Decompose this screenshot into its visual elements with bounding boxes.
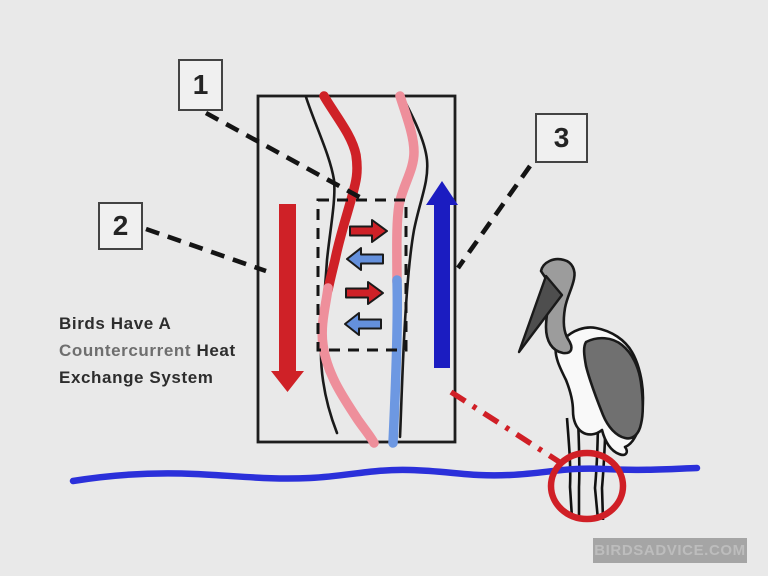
heat-transfer-right-arrow-2 xyxy=(345,281,384,305)
water-line xyxy=(69,464,701,485)
callout-3-number: 3 xyxy=(553,122,570,153)
callout-box-2: 2 xyxy=(98,202,143,250)
arterial-flow-down-arrow xyxy=(271,204,304,392)
callout-box-1: 1 xyxy=(178,59,223,111)
caption-line-3: Exchange System xyxy=(59,368,214,387)
leg-contour-right xyxy=(398,94,429,439)
highlight-connector-line xyxy=(449,389,563,466)
heat-transfer-right-arrow-1 xyxy=(349,219,388,243)
stork-beak xyxy=(517,274,564,354)
artery-warm-segment xyxy=(319,91,362,295)
callout-box-3: 3 xyxy=(535,113,588,163)
heat-exchange-diagram xyxy=(256,91,458,448)
watermark-badge: BIRDSADVICE.COM xyxy=(593,538,747,563)
caption-line-2-bold: Heat xyxy=(196,341,236,360)
caption-line-1: Birds Have A xyxy=(59,314,172,333)
caption-text: Birds Have A Countercurrent Heat Exchang… xyxy=(59,310,279,391)
vein-warmed-segment xyxy=(392,91,419,287)
heat-transfer-left-arrow-1 xyxy=(346,247,384,271)
caption-line-2: Countercurrent Heat xyxy=(59,337,279,364)
venous-flow-up-arrow xyxy=(426,181,458,368)
callout-1-connector-line xyxy=(204,110,365,202)
legs-highlight-circle xyxy=(547,449,627,523)
watermark-text: BIRDSADVICE.COM xyxy=(594,542,746,559)
callout-2-number: 2 xyxy=(112,210,129,241)
vein-cold-segment xyxy=(388,275,403,448)
artery-cooled-segment xyxy=(317,283,379,448)
exchange-zone-dashed-box xyxy=(316,198,408,352)
leg-contour-left xyxy=(304,95,339,435)
stork-wing xyxy=(582,336,645,440)
caption-line-2-light: Countercurrent xyxy=(59,341,192,360)
heat-transfer-left-arrow-2 xyxy=(344,312,382,336)
callout-2-connector-line xyxy=(145,226,267,274)
callout-1-number: 1 xyxy=(192,69,209,100)
callout-3-connector-line xyxy=(456,164,532,270)
